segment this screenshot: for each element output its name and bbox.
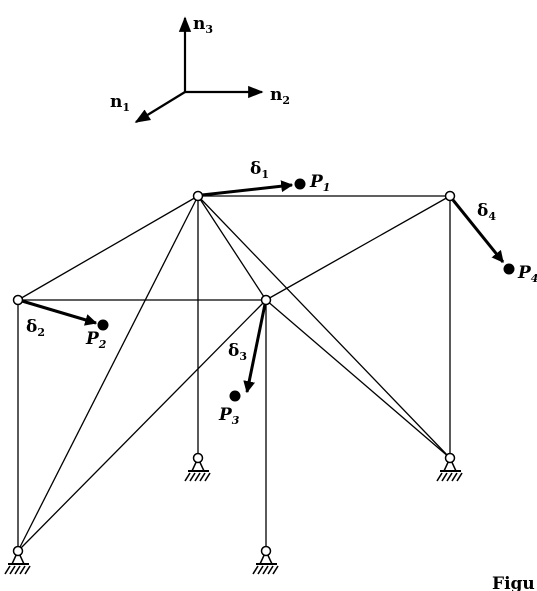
delta2-label: δ2 (26, 317, 45, 339)
point-P3-dot (229, 390, 241, 402)
support-back-left (184, 452, 211, 482)
axis-n1-label: n1 (110, 92, 130, 114)
joint-4 (444, 190, 456, 202)
member (17, 195, 199, 552)
point-P4-dot (503, 263, 515, 275)
member (197, 195, 451, 459)
member (265, 195, 451, 301)
delta4-arrow (451, 199, 505, 263)
delta2-arrow (21, 299, 98, 326)
displaced-points (97, 178, 515, 402)
point-P2-dot (97, 319, 109, 331)
displacement-vectors (21, 180, 505, 394)
support-front-right (252, 545, 279, 575)
point-P2-label: P2 (85, 329, 107, 351)
point-P3-label: P3 (218, 405, 240, 427)
support-front-left (4, 545, 31, 575)
point-P1-dot (294, 178, 306, 190)
supports (4, 452, 463, 575)
coordinate-axes: n3 n2 n1 (110, 14, 290, 123)
joint-1 (192, 190, 204, 202)
point-P4-label: P4 (517, 263, 537, 285)
delta3-label: δ3 (228, 341, 247, 363)
delta4-label: δ4 (477, 201, 496, 223)
figure-caption: Figu (492, 574, 535, 591)
delta1-arrow (201, 180, 294, 197)
member (265, 299, 451, 459)
point-P1-label: P1 (309, 172, 330, 194)
joint-2 (12, 294, 24, 306)
support-back-right (436, 452, 463, 482)
axis-n3-label: n3 (193, 14, 213, 36)
axis-n1-arrow (134, 91, 186, 123)
member (197, 195, 267, 301)
member (17, 195, 199, 301)
truss-members (17, 195, 451, 552)
point-labels: P1 P2 P3 P4 (85, 172, 537, 427)
joint-3 (260, 294, 272, 306)
delta3-arrow (243, 303, 267, 394)
joints (12, 190, 456, 306)
vector-labels: δ1 δ2 δ3 δ4 (26, 159, 496, 363)
member (17, 299, 267, 552)
delta1-label: δ1 (250, 159, 269, 181)
axis-n2-label: n2 (270, 85, 290, 107)
